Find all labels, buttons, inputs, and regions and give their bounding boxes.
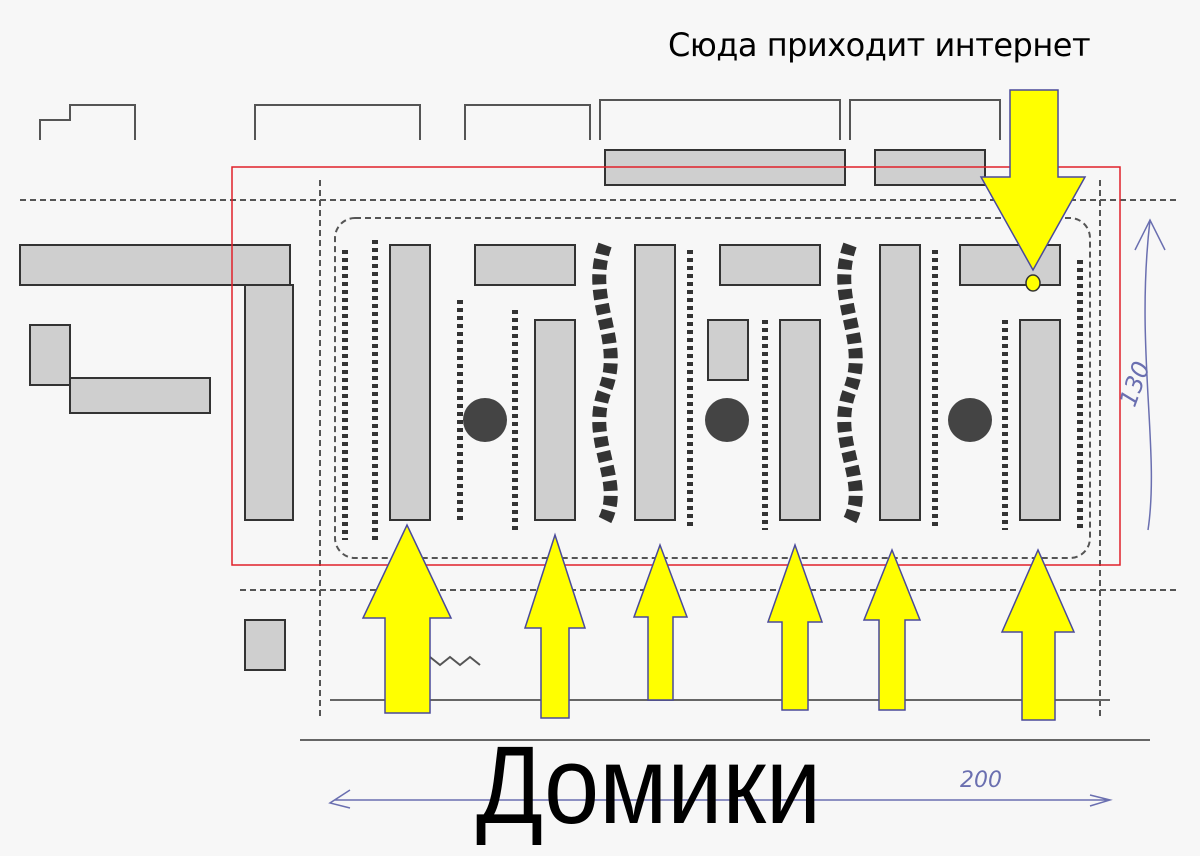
dimension-lines [328, 218, 1166, 809]
dimension-width-label: 200 [960, 768, 1002, 793]
house-blocks [389, 244, 1061, 521]
arrow-house-1 [361, 523, 453, 714]
houses-label: Домики [476, 724, 822, 847]
arrow-house-6 [1000, 548, 1076, 721]
left-buildings [19, 244, 294, 521]
arrow-house-3 [632, 542, 689, 701]
internal-roads [20, 180, 1180, 720]
arrow-internet-entry [979, 89, 1087, 292]
highlight-frame [231, 166, 1121, 566]
arrow-house-2 [523, 532, 587, 719]
internet-label: Сюда приходит интернет [668, 26, 1091, 64]
arrow-house-4 [766, 542, 824, 711]
arrow-house-5 [862, 547, 922, 711]
top-buildings [39, 99, 1001, 186]
landscaping [342, 240, 1083, 540]
internet-entry-point [1025, 274, 1041, 292]
